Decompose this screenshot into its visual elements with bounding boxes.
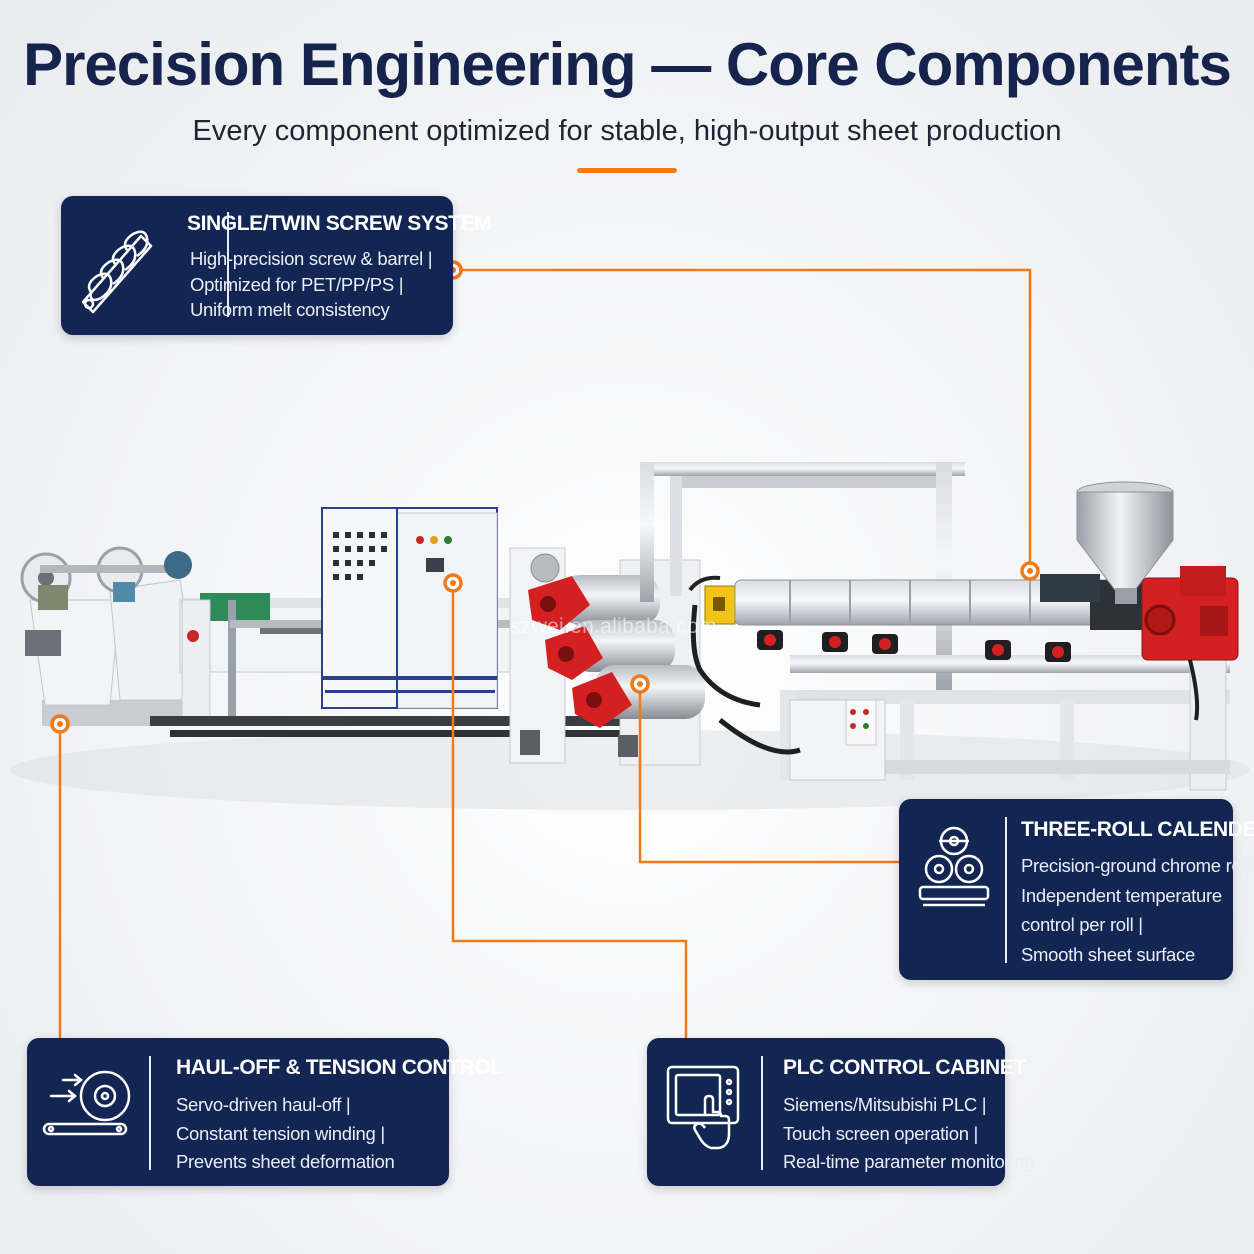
card-title: THREE-ROLL CALENDER xyxy=(1021,818,1254,841)
feature-list: Siemens/Mitsubishi PLC | Touch screen op… xyxy=(783,1091,1034,1177)
card-haul-off-tension: HAUL-OFF & TENSION CONTROL Servo-driven … xyxy=(27,1038,503,1186)
feature-item: control per roll | xyxy=(1021,914,1143,936)
feature-list: Precision-ground chrome rolls | Independ… xyxy=(1021,851,1254,970)
feed-hopper xyxy=(1076,481,1174,604)
page-title: Precision Engineering — Core Components xyxy=(23,31,1232,98)
feature-item: Servo-driven haul-off | xyxy=(176,1094,351,1115)
page-subtitle: Every component optimized for stable, hi… xyxy=(192,115,1062,147)
connector-lines xyxy=(58,268,1032,1038)
card-three-roll-calender: THREE-ROLL CALENDER Precision-ground chr… xyxy=(899,799,1254,980)
feature-item: Independent temperature xyxy=(1021,884,1222,906)
feature-item: Touch screen operation | xyxy=(783,1122,979,1144)
feature-item: Siemens/Mitsubishi PLC | xyxy=(783,1094,987,1115)
connector-plc xyxy=(451,583,688,1038)
card-plc-cabinet: PLC CONTROL CABINET Siemens/Mitsubishi P… xyxy=(647,1038,1034,1186)
winder-unit xyxy=(20,546,201,726)
drive-gearbox xyxy=(1141,566,1239,721)
card-title: PLC CONTROL CABINET xyxy=(783,1056,1026,1079)
feature-item: Constant tension winding | xyxy=(176,1122,385,1144)
plc-cabinet xyxy=(321,507,498,709)
card-title: SINGLE/TWIN SCREW SYSTEM xyxy=(187,212,492,235)
card-divider xyxy=(149,1056,151,1170)
title-underline xyxy=(577,168,677,173)
feature-item: Precision-ground chrome rolls | xyxy=(1021,855,1254,876)
screw-barrel xyxy=(688,574,1150,755)
screw-icon xyxy=(81,230,153,314)
feature-item: Smooth sheet surface xyxy=(1021,944,1195,966)
card-divider xyxy=(761,1056,763,1170)
winding-roll-icon xyxy=(42,1070,131,1136)
card-title: HAUL-OFF & TENSION CONTROL xyxy=(176,1056,503,1079)
feature-item: Prevents sheet deformation xyxy=(176,1151,395,1172)
feature-item: High-precision screw & barrel | xyxy=(190,248,433,269)
feature-list: Servo-driven haul-off | Constant tension… xyxy=(176,1091,395,1177)
connector-screw xyxy=(453,268,1032,571)
feature-item: Uniform melt consistency xyxy=(190,299,390,320)
feature-item: Real-time parameter monitoring xyxy=(783,1151,1035,1172)
card-divider xyxy=(227,212,229,317)
connector-calender xyxy=(638,684,900,864)
feature-list: High-precision screw & barrel | Optimize… xyxy=(190,246,433,323)
card-screw-system: SINGLE/TWIN SCREW SYSTEM High-precision … xyxy=(61,196,492,335)
extruder-frame xyxy=(640,462,1230,791)
card-divider xyxy=(1005,817,1007,963)
floor-shadow xyxy=(10,730,1250,810)
watermark: szwei.en.alibaba.com xyxy=(510,615,717,638)
rolls-icon xyxy=(918,826,990,907)
three-roll-calender xyxy=(509,547,705,766)
touch-screen-icon xyxy=(666,1065,740,1150)
feature-item: Optimized for PET/PP/PS | xyxy=(190,273,404,295)
